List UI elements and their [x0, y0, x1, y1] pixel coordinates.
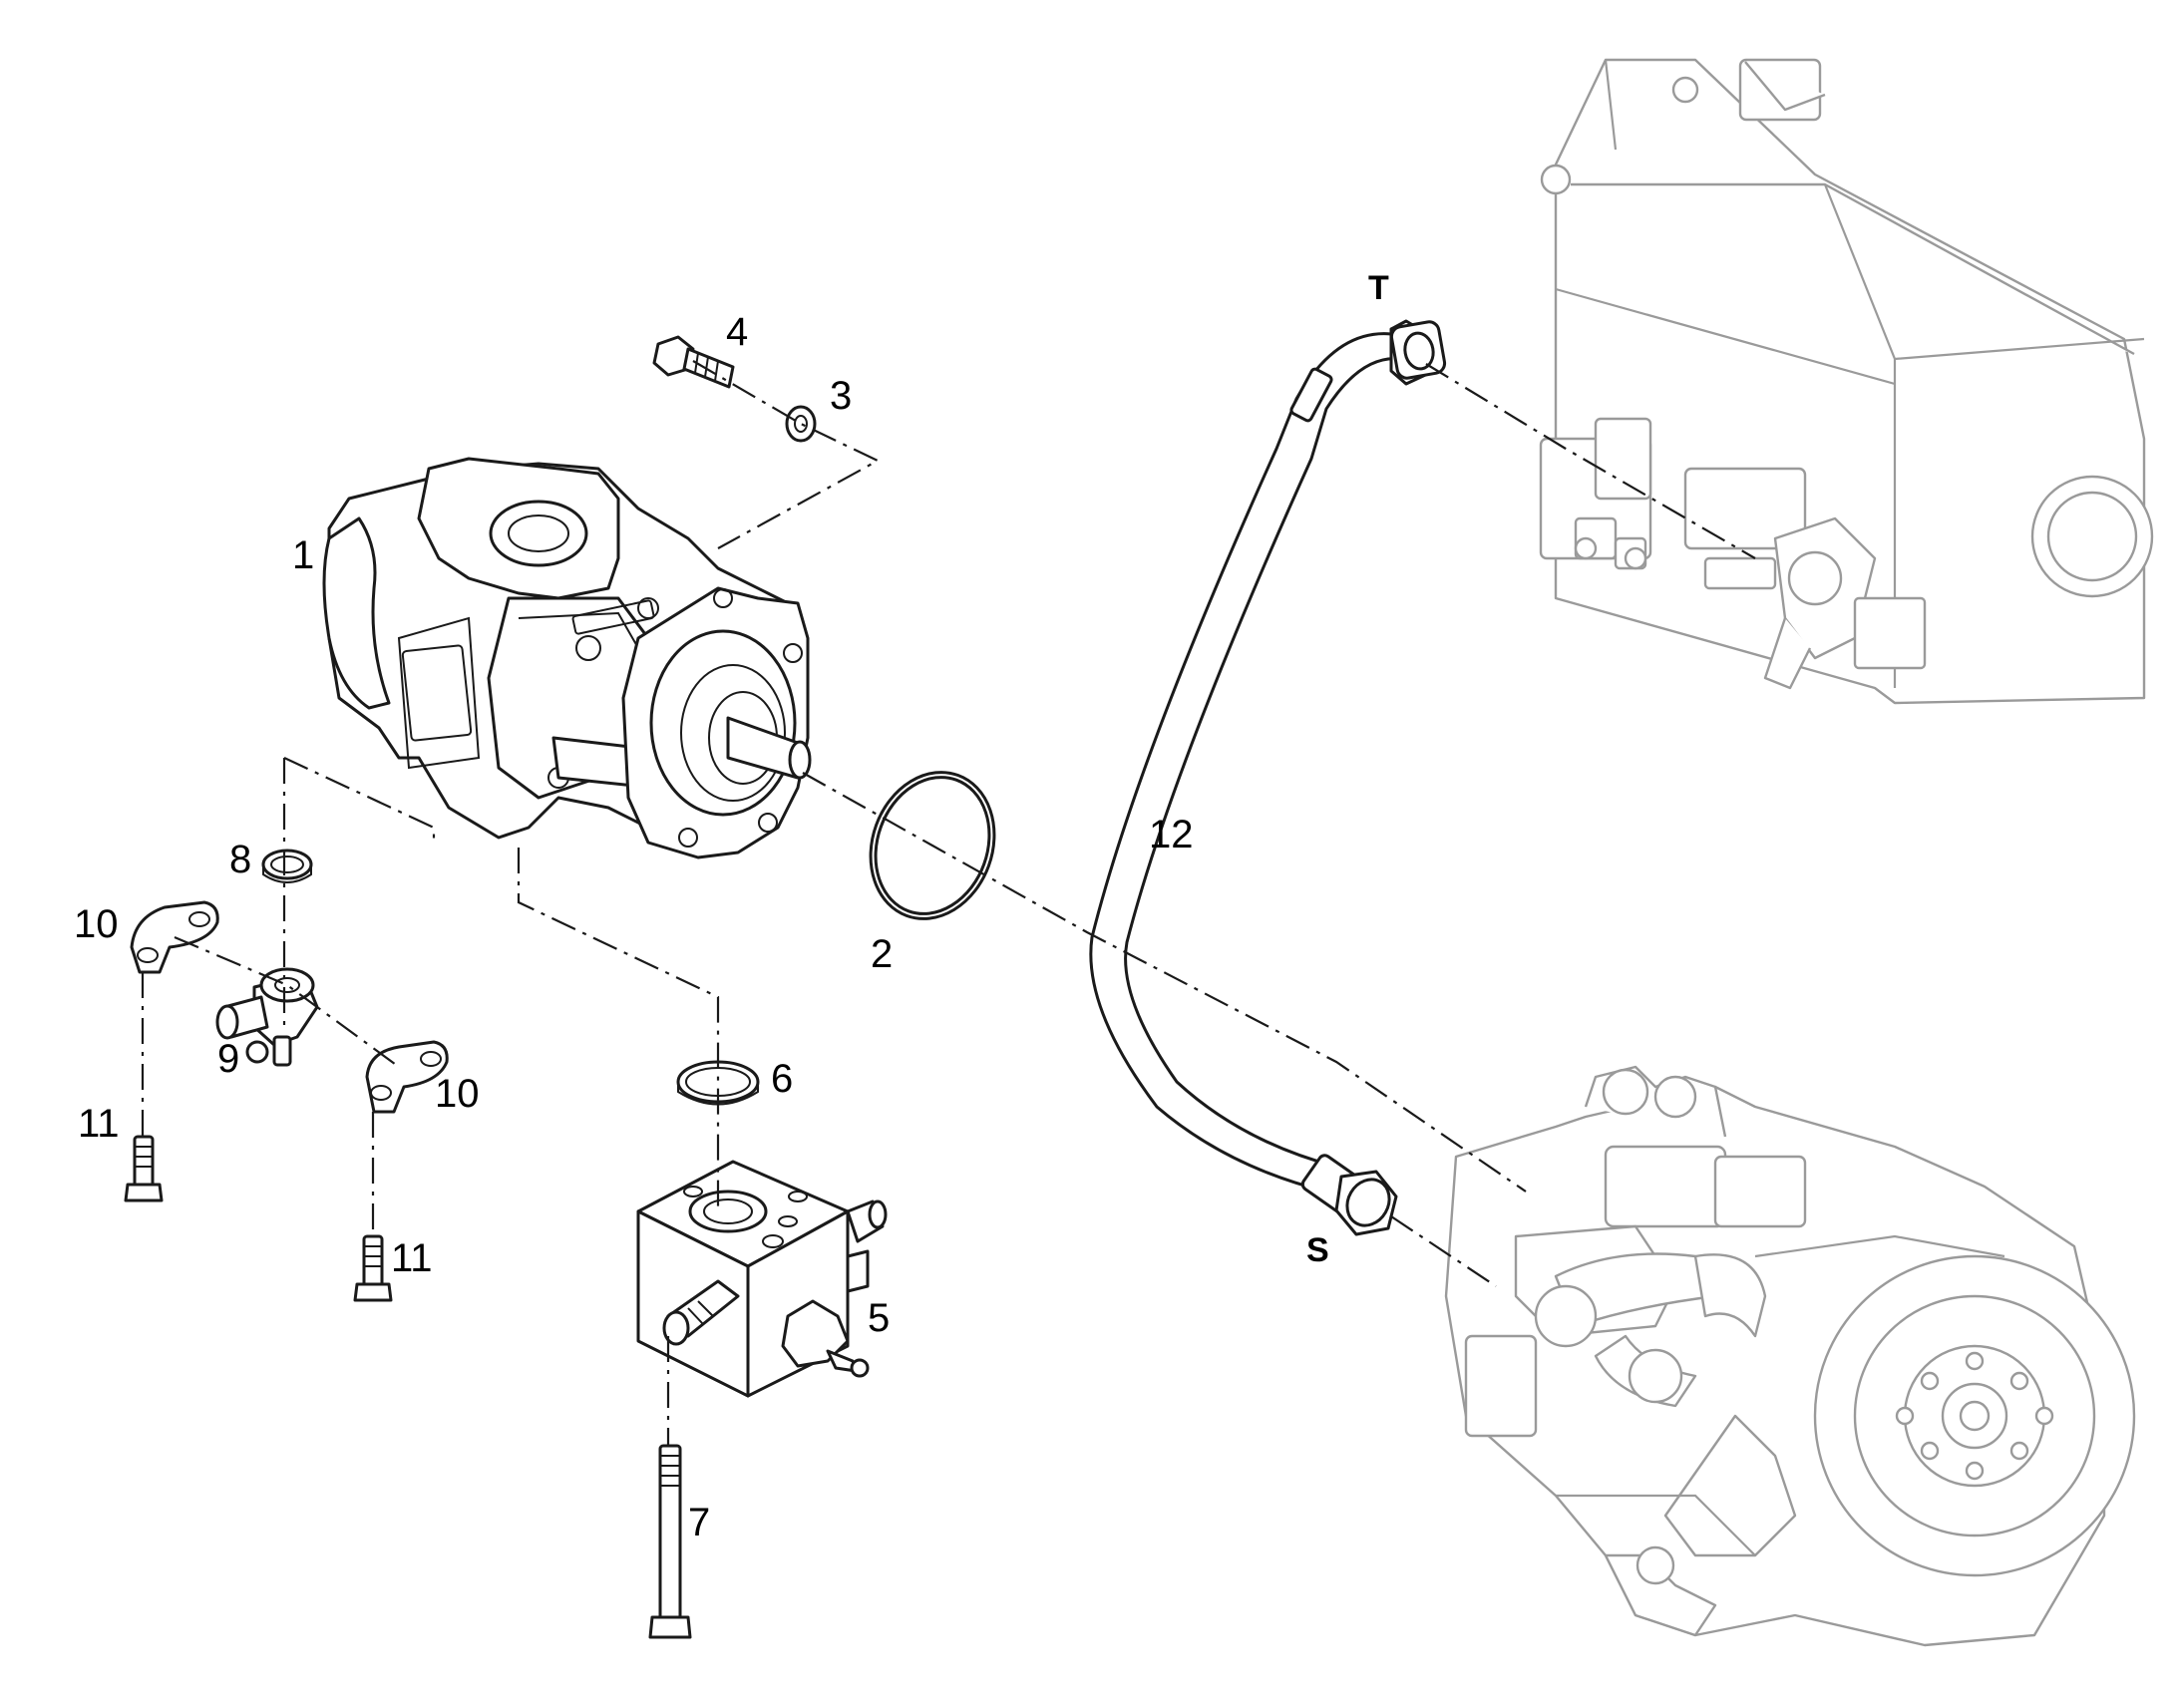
engine-assembly-context [1444, 1065, 2136, 1647]
valve-block-5 [636, 1160, 888, 1398]
callout-12: 12 [1149, 813, 1194, 856]
callout-7: 7 [688, 1501, 710, 1544]
bolt-4 [652, 335, 735, 389]
port-label-t: T [1368, 269, 1389, 307]
callout-2: 2 [871, 932, 893, 976]
callout-3: 3 [830, 374, 852, 418]
port-label-s: S [1306, 1231, 1329, 1269]
hydraulic-pump-1 [322, 457, 812, 859]
callout-labels: 1 2 3 4 5 6 7 8 9 10 10 11 11 12 T S [74, 269, 1389, 1544]
callout-11a: 11 [78, 1102, 120, 1146]
callout-1: 1 [292, 533, 314, 577]
bolt-7 [648, 1444, 692, 1639]
callout-10a: 10 [74, 902, 119, 946]
callout-6: 6 [771, 1057, 793, 1101]
callout-9: 9 [217, 1037, 239, 1081]
callout-5: 5 [868, 1296, 890, 1340]
hydraulic-tank-context [1539, 58, 2154, 705]
screw-11-left [124, 1135, 164, 1202]
washer-3 [785, 405, 817, 443]
seal-ring-8 [261, 849, 313, 883]
o-ring-2 [869, 771, 996, 920]
elbow-fitting-9 [215, 967, 319, 1067]
callout-8: 8 [229, 838, 251, 881]
callout-10b: 10 [435, 1072, 480, 1116]
callout-4: 4 [726, 310, 748, 354]
assembly-centerlines [141, 360, 1756, 1446]
screw-11-right [353, 1234, 393, 1302]
callout-11b: 11 [391, 1236, 433, 1280]
suction-hose-12 [1089, 319, 1447, 1236]
